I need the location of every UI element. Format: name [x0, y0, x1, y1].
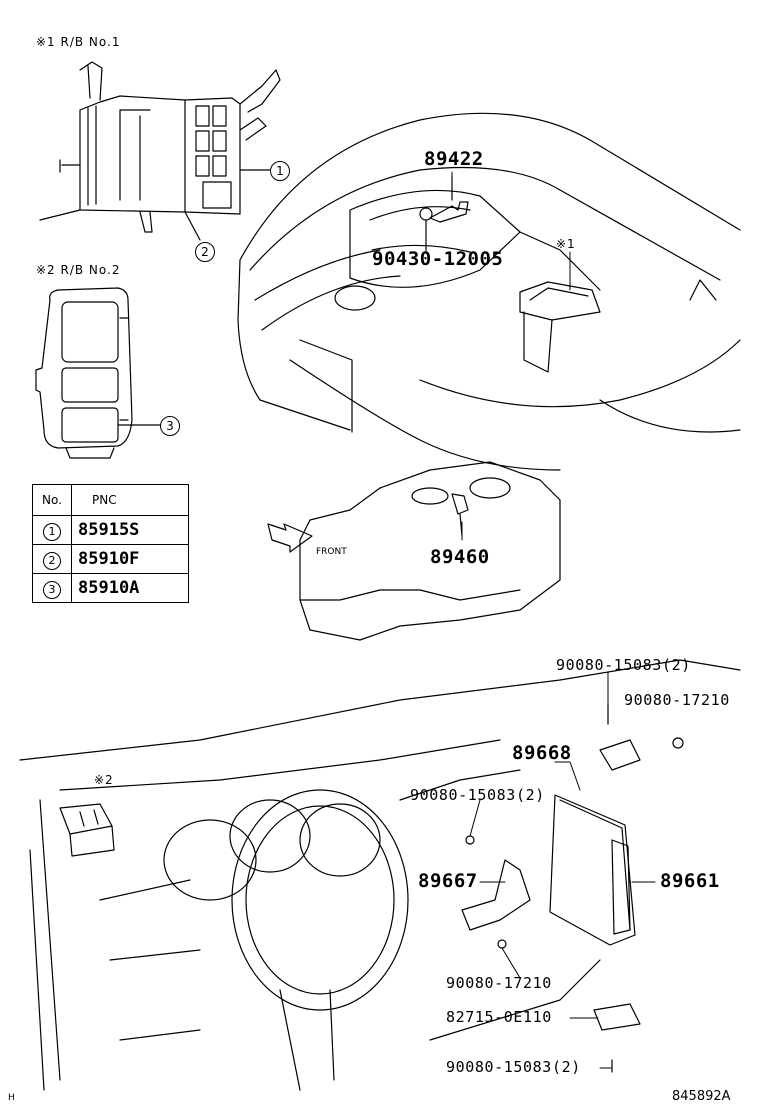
callout-1: 1 [270, 161, 290, 181]
table-row: 3 85910A [32, 573, 189, 603]
inset-2-caption: ※2 R/B No.2 [36, 263, 121, 277]
relay-block-1-drawing [39, 61, 281, 241]
part-90080-15083-top-label: 90080-15083(2) [556, 656, 691, 674]
pnc-table-header: No. PNC [32, 484, 189, 516]
part-90080-17210-top-label: 90080-17210 [624, 691, 730, 709]
mark-1-label: ※1 [556, 237, 576, 251]
table-row: 2 85910F [32, 544, 189, 574]
part-89661-label: 89661 [660, 870, 720, 892]
footer-left-mark: H [8, 1093, 15, 1103]
part-89460-label: 89460 [430, 546, 490, 568]
dashboard-sensor-drawing [267, 461, 561, 641]
row-pnc: 85915S [78, 520, 140, 540]
diagram-code: 845892A [672, 1089, 731, 1104]
row-no: 2 [43, 551, 61, 570]
front-label: FRONT [316, 547, 347, 557]
engine-compartment-drawing [237, 112, 741, 471]
header-no: No. [32, 484, 72, 516]
interior-dash-drawing [19, 659, 741, 1091]
row-pnc: 85910F [78, 549, 140, 569]
callout-3: 3 [160, 416, 180, 436]
part-90080-17210-bot-label: 90080-17210 [446, 974, 552, 992]
row-no: 3 [43, 580, 61, 599]
inset-1-caption: ※1 R/B No.1 [36, 35, 121, 49]
relay-block-2-drawing [35, 287, 161, 459]
part-90430-12005-label: 90430-12005 [372, 248, 504, 270]
part-89667-label: 89667 [418, 870, 478, 892]
row-no: 1 [43, 522, 61, 541]
callout-2: 2 [195, 242, 215, 262]
part-90080-15083-mid-label: 90080-15083(2) [410, 786, 545, 804]
row-pnc: 85910A [78, 578, 140, 598]
mark-2-label: ※2 [94, 773, 114, 787]
part-89422-label: 89422 [424, 148, 484, 170]
part-82715-0e110-label: 82715-0E110 [446, 1008, 552, 1026]
header-pnc: PNC [71, 484, 189, 516]
leader-lines [425, 171, 656, 1069]
part-90080-15083-bot-label: 90080-15083(2) [446, 1058, 581, 1076]
part-89668-label: 89668 [512, 742, 572, 764]
pnc-table: No. PNC 1 85915S 2 85910F 3 85910A [32, 484, 189, 603]
table-row: 1 85915S [32, 515, 189, 545]
